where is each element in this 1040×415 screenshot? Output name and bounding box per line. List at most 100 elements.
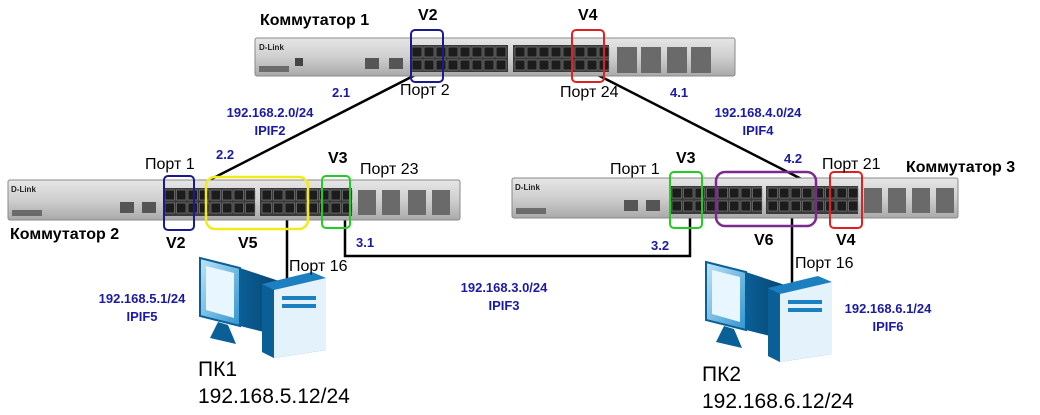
pc2-ipif: IPIF6 [872, 319, 904, 334]
switch-3-brand: D-Link [515, 183, 540, 192]
port-slot [586, 46, 598, 58]
port-slot [538, 59, 550, 71]
port-slot [210, 189, 221, 201]
port-slot [671, 200, 682, 212]
port-slot [586, 59, 598, 71]
pc2-gateway-label: 192.168.6.1/24 IPIF6 [826, 300, 950, 336]
sw1-port-2: Порт 2 [400, 82, 450, 99]
port-slot [717, 200, 728, 212]
port-slot [199, 189, 210, 201]
sw1-vlan-v4: V4 [578, 7, 598, 24]
sw3-vlan-v6: V6 [754, 232, 774, 249]
pc1-gateway-label: 192.168.5.1/24 IPIF5 [80, 290, 204, 326]
sw1-v2-box [410, 29, 444, 83]
port-slot [411, 46, 423, 58]
sw2-vlan-v3: V3 [328, 150, 348, 167]
port-slot [330, 202, 341, 214]
port-slot [459, 59, 471, 71]
sw3-port-1: Порт 1 [610, 161, 660, 178]
port-slot [767, 200, 778, 212]
port-slot [495, 59, 507, 71]
port-slot [435, 46, 447, 58]
port-slot [729, 200, 740, 212]
port-slot [483, 59, 495, 71]
port-slot [210, 202, 221, 214]
port-slot [574, 59, 586, 71]
port-slot [683, 187, 694, 199]
link-3-endpoint-a: 3.1 [356, 235, 375, 250]
port-slot [447, 46, 459, 58]
pc2-gateway: 192.168.6.1/24 [844, 301, 932, 316]
port-slot [717, 187, 728, 199]
pc1-icon [199, 256, 326, 358]
switch-1-name: Коммутатор 1 [260, 12, 370, 29]
port-slot [752, 200, 763, 212]
pc1-name: ПК1 [198, 358, 238, 381]
link-4-endpoint-a: 4.1 [670, 85, 689, 100]
sw1-v4-box [571, 29, 605, 83]
link-3-subnet: 192.168.3.0/24 [460, 280, 548, 295]
port-slot [307, 189, 318, 201]
port-slot [790, 187, 801, 199]
pc1-gateway: 192.168.5.1/24 [98, 291, 186, 306]
port-slot [683, 200, 694, 212]
link-2-endpoint-a: 2.1 [332, 85, 351, 100]
sw3-v3-box [669, 171, 703, 229]
port-slot [848, 200, 859, 212]
sw2-vlan-v2: V2 [166, 235, 186, 252]
port-slot [411, 59, 423, 71]
port-slot [471, 59, 483, 71]
link-2-subnet: 192.168.2.0/24 [226, 105, 314, 120]
sw3-port-16: Порт 16 [795, 255, 854, 272]
port-slot [550, 46, 562, 58]
port-slot [813, 200, 824, 212]
port-slot [423, 59, 435, 71]
port-slot [459, 46, 471, 58]
switch-3-name: Коммутатор 3 [906, 159, 1016, 176]
port-slot [802, 187, 813, 199]
link-sw1-sw2 [179, 68, 426, 197]
pc1-ip: 192.168.5.12/24 [198, 385, 350, 408]
port-slot [233, 202, 244, 214]
port-slot [740, 187, 751, 199]
sw2-port-1: Порт 1 [145, 156, 195, 173]
port-slot [187, 189, 198, 201]
port-slot [447, 59, 459, 71]
sw3-v4-box [829, 171, 863, 229]
port-slot [284, 189, 295, 201]
port-slot [261, 202, 272, 214]
sw3-v6-box [714, 170, 818, 228]
port-slot [802, 200, 813, 212]
port-slot [245, 202, 256, 214]
port-slot [273, 189, 284, 201]
port-slot [164, 202, 175, 214]
port-slot [813, 187, 824, 199]
sw2-v5-box [204, 175, 310, 231]
pc1-caption: ПК1 192.168.5.12/24 [198, 356, 350, 410]
port-slot [199, 202, 210, 214]
link-4-endpoint-b: 4.2 [784, 151, 803, 166]
port-slot [779, 187, 790, 199]
port-slot [423, 46, 435, 58]
port-slot [550, 59, 562, 71]
switch-3: D-Link [511, 177, 959, 219]
link-3-ipif: IPIF3 [488, 298, 520, 313]
link-2-ipif: IPIF2 [254, 123, 286, 138]
sw2-vlan-v5: V5 [238, 235, 258, 252]
port-slot [471, 46, 483, 58]
port-slot [307, 202, 318, 214]
port-slot [848, 187, 859, 199]
pc2-name: ПК2 [702, 363, 742, 386]
switch-1-brand: D-Link [259, 43, 284, 52]
port-slot [836, 200, 847, 212]
port-slot [495, 46, 507, 58]
port-slot [245, 189, 256, 201]
port-slot [538, 46, 550, 58]
sw2-v3-box [321, 175, 351, 229]
port-slot [694, 200, 705, 212]
link-2-subnet-label: 192.168.2.0/24 IPIF2 [206, 104, 334, 140]
port-slot [164, 189, 175, 201]
sw3-vlan-v3: V3 [676, 150, 696, 167]
sw2-port-23: Порт 23 [360, 161, 419, 178]
